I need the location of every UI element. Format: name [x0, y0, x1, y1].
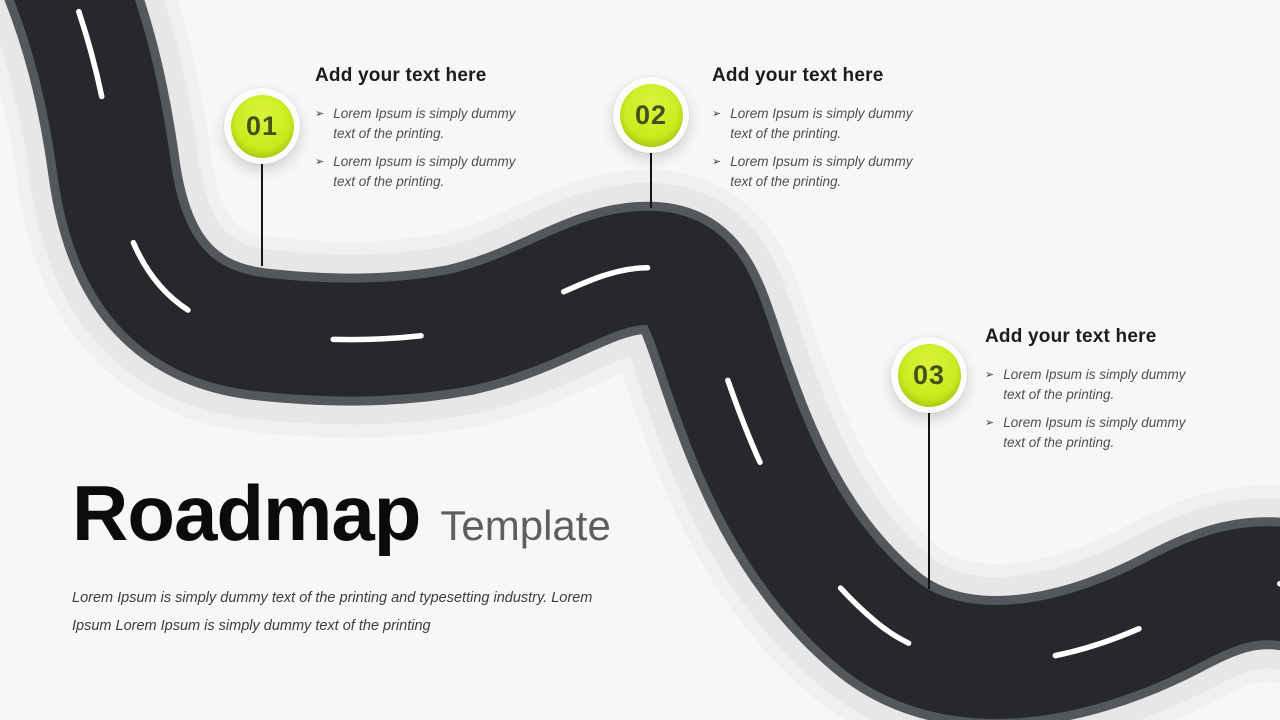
bullet-arrow-icon: ➢ — [315, 155, 325, 168]
milestone-01-number: 01 — [245, 110, 279, 141]
bullet-text: Lorem Ipsum is simply dummy text of the … — [730, 154, 913, 189]
list-item: ➢ Lorem Ipsum is simply dummy text of th… — [712, 104, 962, 144]
milestone-02-stem — [650, 152, 652, 208]
bullet-arrow-icon: ➢ — [985, 368, 995, 381]
milestone-03-content: Add your text here ➢ Lorem Ipsum is simp… — [985, 324, 1235, 461]
bullet-text: Lorem Ipsum is simply dummy text of the … — [1003, 367, 1186, 402]
milestone-01-badge-inner: 01 — [230, 94, 294, 158]
milestone-03-stem — [928, 412, 930, 589]
bullet-arrow-icon: ➢ — [712, 155, 722, 168]
list-item: ➢ Lorem Ipsum is simply dummy text of th… — [315, 152, 565, 192]
milestone-02-content: Add your text here ➢ Lorem Ipsum is simp… — [712, 63, 962, 200]
bullet-text: Lorem Ipsum is simply dummy text of the … — [333, 106, 516, 141]
milestone-02-badge-inner: 02 — [619, 83, 683, 147]
bullet-text: Lorem Ipsum is simply dummy text of the … — [333, 154, 516, 189]
milestone-02-heading: Add your text here — [712, 65, 884, 86]
title-block: Roadmap Template Lorem Ipsum is simply d… — [72, 474, 624, 640]
page-subtitle: Lorem Ipsum is simply dummy text of the … — [72, 590, 593, 634]
bullet-text: Lorem Ipsum is simply dummy text of the … — [1003, 415, 1186, 450]
list-item: ➢ Lorem Ipsum is simply dummy text of th… — [712, 152, 962, 192]
milestone-02-badge: 02 — [613, 77, 689, 153]
milestone-01-badge: 01 — [224, 88, 300, 164]
list-item: ➢ Lorem Ipsum is simply dummy text of th… — [985, 365, 1235, 405]
bullet-arrow-icon: ➢ — [712, 107, 722, 120]
list-item: ➢ Lorem Ipsum is simply dummy text of th… — [985, 413, 1235, 453]
bullet-text: Lorem Ipsum is simply dummy text of the … — [730, 106, 913, 141]
milestone-01-stem — [261, 163, 263, 266]
milestone-02-number: 02 — [634, 99, 668, 130]
milestone-03-badge-inner: 03 — [897, 343, 961, 407]
bullet-arrow-icon: ➢ — [315, 107, 325, 120]
list-item: ➢ Lorem Ipsum is simply dummy text of th… — [315, 104, 565, 144]
milestone-03-badge: 03 — [891, 337, 967, 413]
title-row: Roadmap Template — [72, 474, 624, 552]
milestone-03-number: 03 — [912, 359, 946, 390]
milestone-01-heading: Add your text here — [315, 65, 487, 86]
page-title: Roadmap — [72, 469, 421, 557]
milestone-01-content: Add your text here ➢ Lorem Ipsum is simp… — [315, 63, 565, 200]
bullet-arrow-icon: ➢ — [985, 416, 995, 429]
road-center-dashes — [71, 0, 1280, 665]
page-title-suffix: Template — [440, 502, 611, 549]
milestone-03-heading: Add your text here — [985, 326, 1157, 347]
